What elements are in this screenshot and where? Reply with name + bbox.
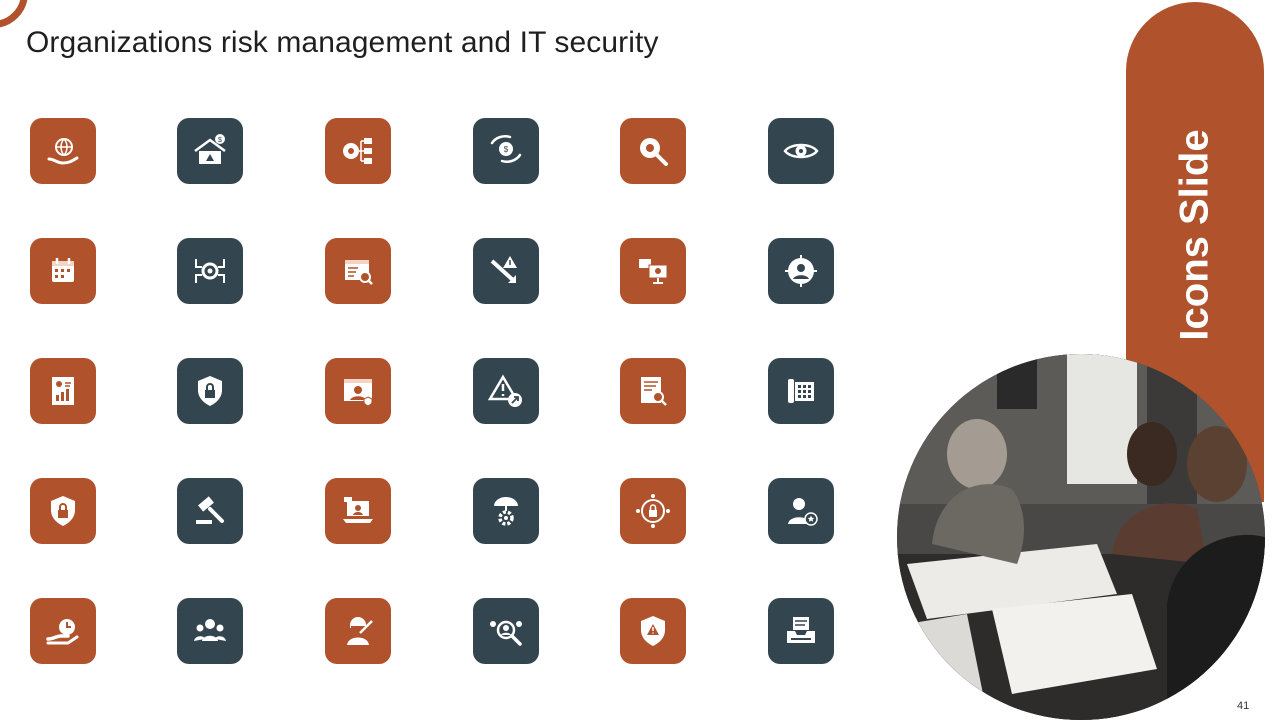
hacker-icon: [325, 598, 391, 664]
eye-icon: [768, 118, 834, 184]
side-title: Icons Slide: [1172, 129, 1217, 341]
gear-hierarchy-icon: [325, 118, 391, 184]
shield-warning-icon: [620, 598, 686, 664]
warning-down-arrow-icon: [473, 238, 539, 304]
shield-lock-icon: [177, 358, 243, 424]
calendar-icon: [30, 238, 96, 304]
gavel-icon: [177, 478, 243, 544]
svg-text:$: $: [218, 137, 222, 144]
telephone-icon: [768, 358, 834, 424]
laptop-user-icon: [325, 478, 391, 544]
hand-clock-icon: [30, 598, 96, 664]
user-target-icon: [768, 238, 834, 304]
hacker-browser-icon: [325, 358, 391, 424]
magnifier-bug-icon: [620, 118, 686, 184]
lock-network-icon: [620, 478, 686, 544]
corner-decoration: [0, 0, 28, 28]
monitor-screens-icon: [620, 238, 686, 304]
meeting-photo: [897, 354, 1265, 720]
document-search-icon: [620, 358, 686, 424]
user-star-icon: [768, 478, 834, 544]
icon-grid: $ $: [30, 118, 834, 664]
warning-arrow-icon: [473, 358, 539, 424]
team-search-icon: [473, 598, 539, 664]
slide-title: Organizations risk management and IT sec…: [26, 26, 659, 59]
browser-search-icon: [325, 238, 391, 304]
shield-lock-icon: [30, 478, 96, 544]
gear-circuit-icon: [177, 238, 243, 304]
globe-hand-icon: [30, 118, 96, 184]
hand-dollar-gear-icon: $: [473, 118, 539, 184]
house-money-warning-icon: $: [177, 118, 243, 184]
inbox-tray-icon: [768, 598, 834, 664]
svg-text:$: $: [504, 145, 509, 154]
team-icon: [177, 598, 243, 664]
report-chart-icon: [30, 358, 96, 424]
page-number: 41: [1237, 700, 1250, 712]
umbrella-gear-icon: [473, 478, 539, 544]
